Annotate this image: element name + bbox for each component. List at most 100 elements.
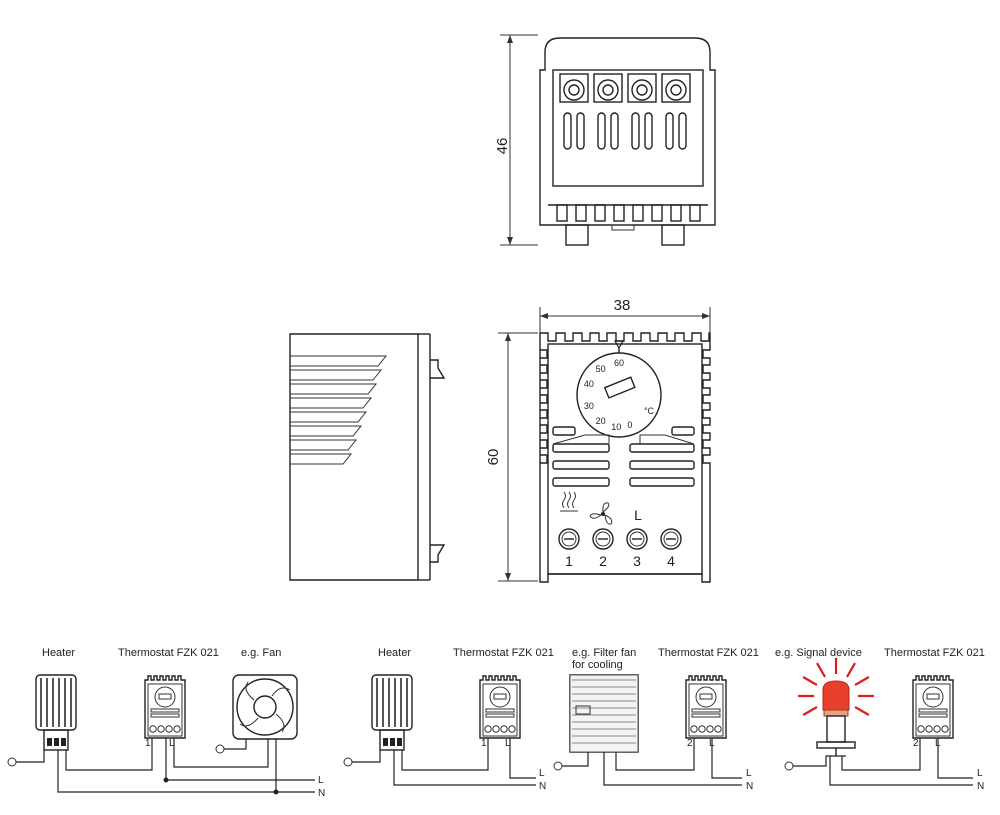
term-1-diagram-1: 1	[145, 738, 151, 749]
terminal-screw-top	[627, 73, 657, 103]
vent-slot	[678, 112, 687, 150]
vent-slot	[552, 477, 610, 487]
terminal-number: 2	[599, 553, 607, 569]
label-signal-device: e.g. Signal device	[775, 647, 862, 659]
label-thermostat-4: Thermostat FZK 021	[884, 647, 985, 659]
thermostat-mini	[144, 675, 186, 739]
side-fin	[290, 425, 363, 437]
vent-slot	[631, 112, 640, 150]
side-fin	[290, 439, 358, 451]
line-L-1: L	[318, 775, 324, 786]
label-filter-fan-1: e.g. Filter fan	[572, 647, 636, 659]
term-2-diagram-3: 2	[687, 738, 693, 749]
terminal-number: 1	[565, 553, 573, 569]
lamp-ray	[802, 706, 818, 716]
terminal-number: 3	[633, 553, 641, 569]
term-1-diagram-2: 1	[481, 738, 487, 749]
vent-slot	[563, 112, 572, 150]
top-tooth	[575, 204, 587, 222]
top-tooth	[670, 204, 682, 222]
side-fin	[290, 355, 388, 367]
top-tooth	[632, 204, 644, 222]
vent-slot	[552, 426, 576, 436]
terminal-screw-top	[661, 73, 691, 103]
term-L-diagram-1: L	[169, 738, 175, 749]
lamp-ray	[802, 676, 818, 686]
label-fan: e.g. Fan	[241, 647, 281, 659]
terminal-label-L: L	[634, 507, 642, 523]
vent-slot	[644, 112, 653, 150]
terminal-screw	[660, 528, 682, 550]
dial-scale-label: 10	[611, 422, 621, 432]
filter-fan-device	[569, 674, 639, 753]
heater-symbol-icon	[560, 491, 578, 512]
term-L-diagram-2: L	[505, 738, 511, 749]
top-tooth	[556, 204, 568, 222]
vent-slot	[552, 443, 610, 453]
lamp-ray	[846, 662, 856, 678]
line-L-4: L	[977, 768, 983, 779]
terminal-screw	[558, 528, 580, 550]
vent-slot	[597, 112, 606, 150]
thermostat-mini	[685, 675, 727, 739]
line-N-1: N	[318, 788, 325, 799]
top-tooth	[594, 204, 606, 222]
line-N-2: N	[539, 781, 546, 792]
dial-scale-label: 60	[614, 358, 624, 368]
label-heater-2: Heater	[378, 647, 411, 659]
side-fin	[290, 411, 368, 423]
label-thermostat-3: Thermostat FZK 021	[658, 647, 759, 659]
top-tooth	[651, 204, 663, 222]
vent-slot	[629, 460, 695, 470]
term-L-diagram-4: L	[935, 738, 941, 749]
lamp-ray	[854, 706, 870, 716]
dial-scale-label: 50	[596, 364, 606, 374]
dim-height-top: 46	[494, 138, 511, 155]
label-heater-1: Heater	[42, 647, 75, 659]
vent-slot	[671, 426, 695, 436]
top-tooth	[689, 204, 701, 222]
fan-device	[232, 674, 298, 740]
lamp-ray	[816, 662, 826, 678]
heater-device	[35, 674, 77, 751]
side-fin	[290, 453, 353, 465]
dim-height-front: 60	[485, 449, 502, 466]
label-thermostat-1: Thermostat FZK 021	[118, 647, 219, 659]
terminal-screw-top	[593, 73, 623, 103]
top-view: 46	[494, 34, 716, 246]
line-L-3: L	[746, 768, 752, 779]
side-fin	[290, 383, 378, 395]
dim-width-front: 38	[614, 297, 631, 314]
dial-scale-label: 30	[584, 401, 594, 411]
terminal-screw-top	[559, 73, 589, 103]
label-filter-fan-2: for cooling	[572, 659, 623, 671]
dial-unit-label: °C	[644, 406, 655, 416]
side-fin	[290, 369, 383, 381]
top-tooth	[613, 204, 625, 222]
vent-slot	[576, 112, 585, 150]
heater-device	[371, 674, 413, 751]
label-thermostat-2: Thermostat FZK 021	[453, 647, 554, 659]
vent-slot	[552, 460, 610, 470]
terminal-screw	[626, 528, 648, 550]
thermostat-mini	[479, 675, 521, 739]
dial-scale-label: 20	[596, 416, 606, 426]
vent-slot	[629, 443, 695, 453]
left-serration	[540, 349, 548, 464]
side-view	[289, 333, 446, 581]
line-N-4: N	[977, 781, 984, 792]
terminal-number: 4	[667, 553, 675, 569]
term-2-diagram-4: 2	[913, 738, 919, 749]
side-fin	[290, 397, 373, 409]
dial-scale-label: 40	[584, 379, 594, 389]
line-N-3: N	[746, 781, 753, 792]
term-L-diagram-3: L	[709, 738, 715, 749]
thermostat-mini	[912, 675, 954, 739]
signal-lamp-device	[798, 658, 874, 756]
dial-scale-label: 0	[627, 420, 632, 430]
vent-slot	[629, 477, 695, 487]
fan-symbol-icon	[589, 502, 613, 525]
terminal-screw	[592, 528, 614, 550]
